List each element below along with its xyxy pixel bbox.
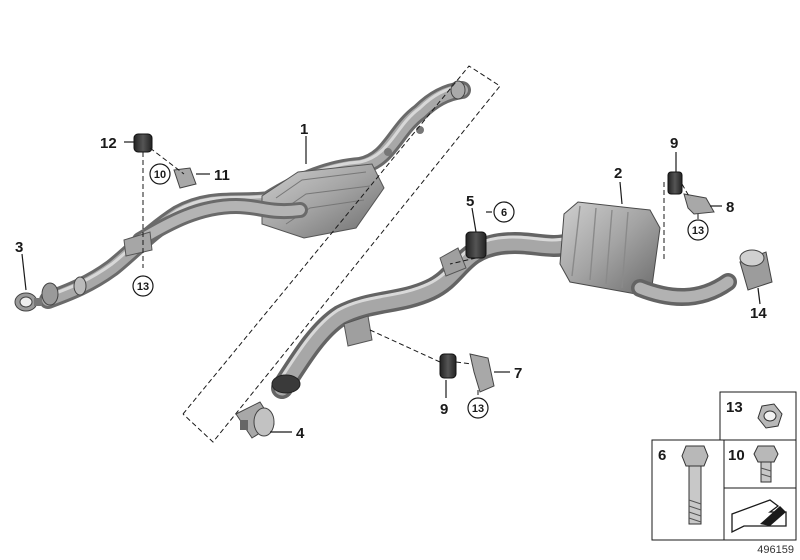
legend-bolt-long-label: 6 bbox=[658, 447, 666, 464]
clamp-part-3 bbox=[14, 292, 42, 312]
callout-14: 14 bbox=[750, 305, 767, 322]
rubber-mount-part-5 bbox=[465, 231, 487, 259]
long-bolt-icon bbox=[681, 445, 709, 525]
circled-callout-13-left: 13 bbox=[132, 275, 154, 297]
svg-text:6: 6 bbox=[501, 207, 507, 219]
part1-group-outline bbox=[182, 65, 501, 443]
callout-5: 5 bbox=[466, 193, 474, 210]
callout-2: 2 bbox=[614, 165, 622, 182]
rubber-mount-part-9-upper bbox=[667, 171, 683, 195]
callout-12: 12 bbox=[100, 135, 117, 152]
callout-3: 3 bbox=[15, 239, 23, 256]
front-pipe-catalytic-converter bbox=[39, 80, 471, 309]
circled-callout-6: 6 bbox=[493, 201, 515, 223]
svg-text:13: 13 bbox=[692, 225, 704, 237]
callout-9-upper: 9 bbox=[670, 135, 678, 152]
bracket-part-7 bbox=[469, 353, 495, 393]
svg-text:13: 13 bbox=[137, 281, 149, 293]
document-id: 496159 bbox=[757, 544, 794, 556]
callout-1: 1 bbox=[300, 121, 308, 138]
nut-icon bbox=[757, 403, 783, 429]
callout-9-lower: 9 bbox=[440, 401, 448, 418]
parts-legend: 13 6 10 bbox=[651, 391, 797, 541]
circled-callout-10: 10 bbox=[149, 163, 171, 185]
direction-arrow-icon bbox=[731, 499, 787, 534]
callout-4: 4 bbox=[296, 425, 305, 442]
callout-11: 11 bbox=[214, 167, 230, 184]
short-bolt-icon bbox=[753, 445, 779, 483]
circled-callout-13-bottom: 13 bbox=[467, 397, 489, 419]
svg-text:10: 10 bbox=[154, 169, 166, 181]
rear-muffler-assembly bbox=[271, 201, 737, 399]
legend-nut-label: 13 bbox=[726, 399, 743, 416]
bracket-part-8 bbox=[683, 193, 715, 215]
circled-callout-13-right: 13 bbox=[687, 219, 709, 241]
bracket-part-11 bbox=[173, 167, 197, 189]
rubber-mount-part-12 bbox=[133, 133, 153, 153]
tailpipe-tip-part-14 bbox=[739, 249, 773, 291]
callout-7: 7 bbox=[514, 365, 522, 382]
rubber-mount-part-9-lower bbox=[439, 353, 457, 379]
legend-bolt-short-label: 10 bbox=[728, 447, 745, 464]
callout-8: 8 bbox=[726, 199, 734, 216]
svg-text:13: 13 bbox=[472, 403, 484, 415]
clamp-part-4 bbox=[235, 401, 275, 439]
leader-lines bbox=[21, 136, 761, 433]
